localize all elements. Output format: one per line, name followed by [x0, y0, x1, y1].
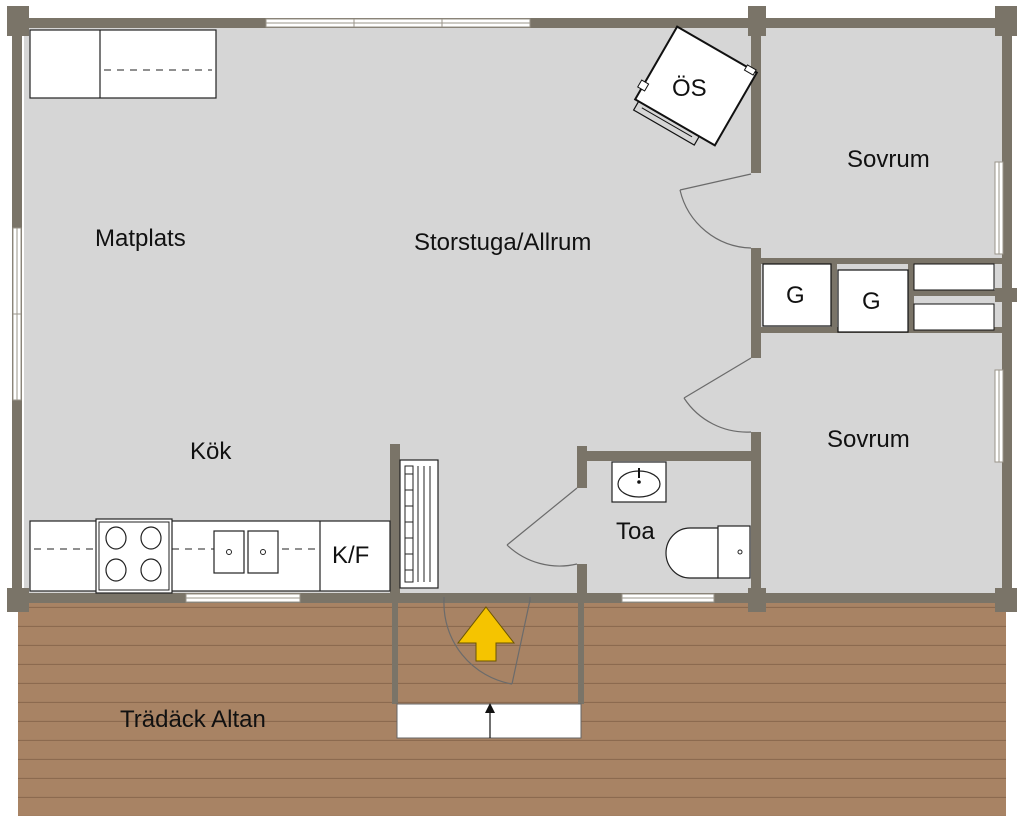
shoe-rack — [399, 459, 439, 589]
doors — [443, 173, 752, 685]
wood-stove — [632, 25, 759, 147]
fixture-label-stove: ÖS — [672, 75, 707, 102]
kitchen-counter — [29, 520, 391, 592]
room-label-storstuga: Storstuga/Allrum — [414, 229, 591, 256]
entrance-arrow-icon — [456, 606, 516, 662]
wardrobes — [762, 263, 995, 333]
room-label-kok: Kök — [190, 438, 232, 465]
room-label-sovrum-top: Sovrum — [847, 146, 930, 173]
front-steps — [396, 703, 582, 739]
room-label-sovrum-bottom: Sovrum — [827, 426, 910, 453]
room-label-toa: Toa — [616, 518, 655, 545]
stove — [95, 518, 173, 594]
fixture-label-wardrobe-1: G — [786, 282, 805, 309]
kitchen-sink — [213, 530, 279, 574]
top-left-cabinet — [29, 29, 217, 99]
windows — [12, 18, 1004, 603]
bathroom-sink — [611, 461, 667, 503]
fixture-label-fridge: K/F — [332, 542, 369, 569]
toilet — [665, 525, 751, 579]
room-label-matplats: Matplats — [95, 225, 186, 252]
room-label-altan: Trädäck Altan — [120, 706, 266, 733]
fixture-label-wardrobe-2: G — [862, 288, 881, 315]
